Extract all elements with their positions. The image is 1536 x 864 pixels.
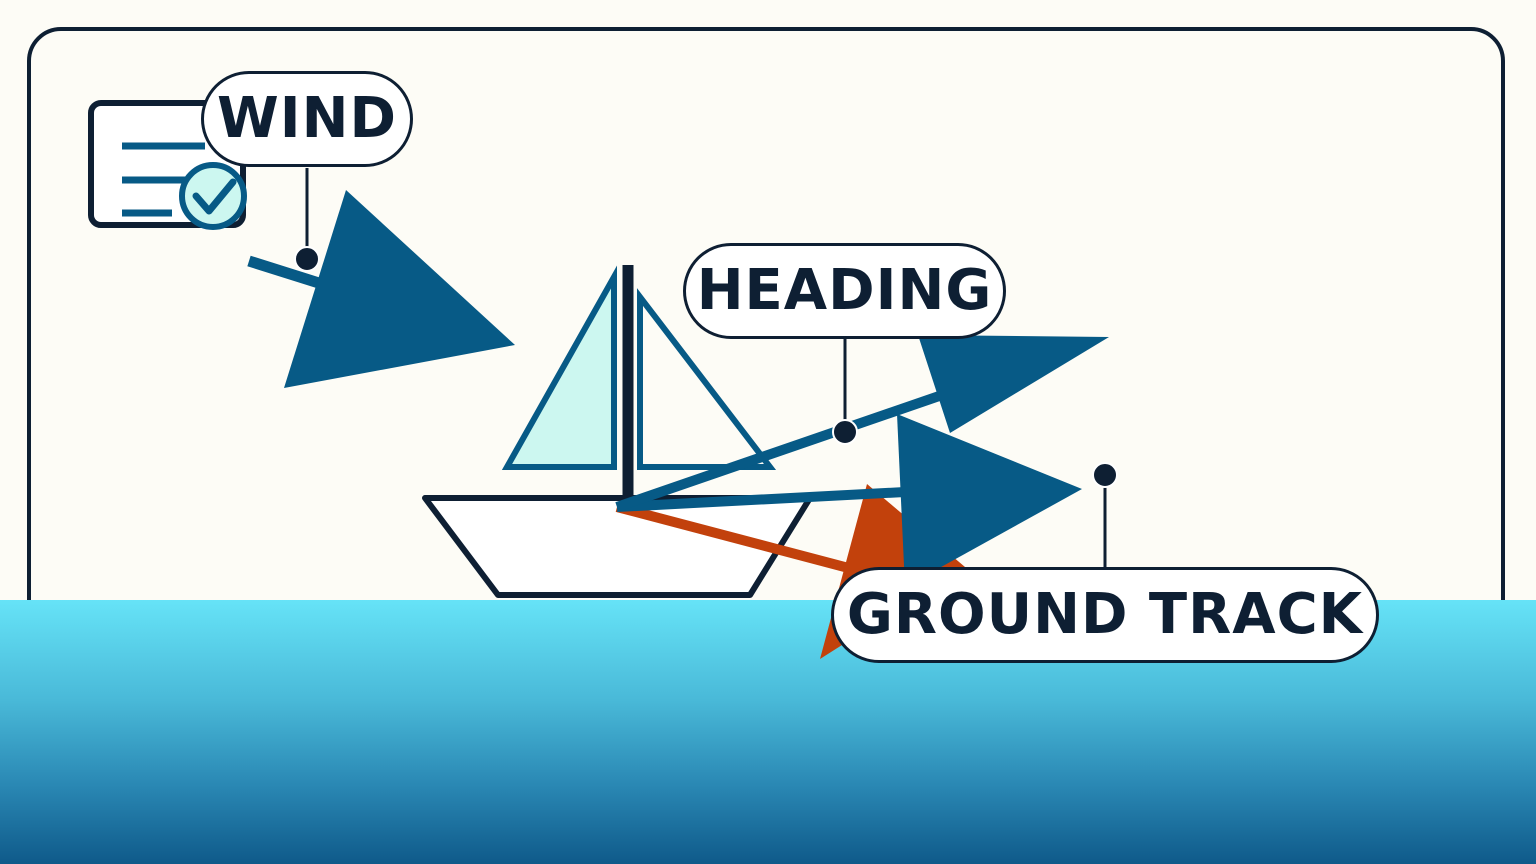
heading-arrow [615, 335, 1109, 512]
ground-track-label: GROUND TRACK [831, 567, 1379, 663]
boat-velocity-arrow [616, 414, 1118, 587]
wind-label: WIND [201, 71, 413, 167]
wind-arrow [247, 168, 515, 388]
check-circle-icon [179, 162, 247, 230]
heading-label: HEADING [683, 243, 1006, 339]
sailboat-icon [422, 265, 813, 598]
